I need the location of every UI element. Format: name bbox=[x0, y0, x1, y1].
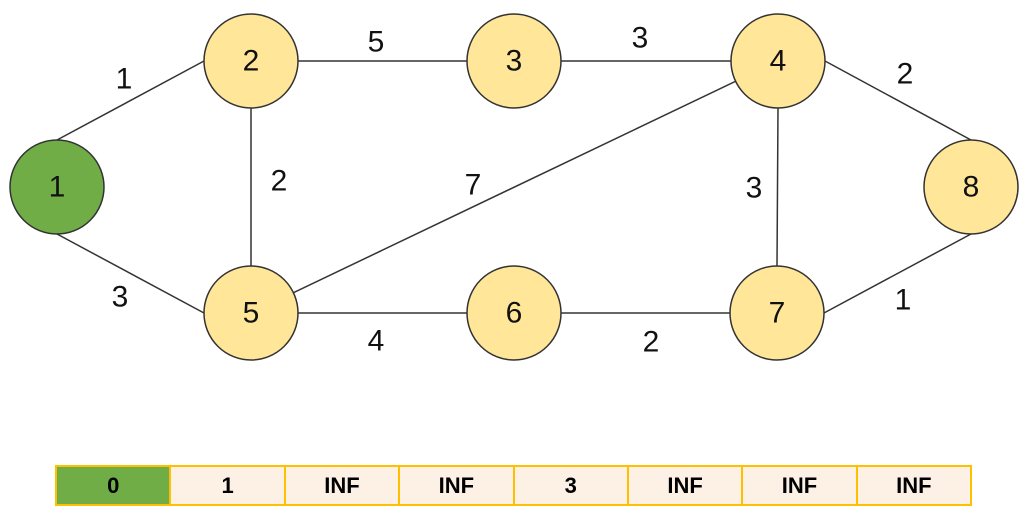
distance-cell-6: INF bbox=[627, 465, 743, 506]
node-label-2: 2 bbox=[243, 45, 260, 78]
node-circle bbox=[466, 13, 562, 109]
node-circle bbox=[730, 13, 826, 109]
node-circle bbox=[729, 265, 825, 361]
node-label-6: 6 bbox=[506, 297, 523, 330]
edge-weight-4-8: 2 bbox=[897, 58, 914, 91]
node-circle bbox=[203, 13, 299, 109]
graph-node-6[interactable]: 6 bbox=[466, 265, 562, 361]
node-circle-start bbox=[9, 139, 105, 235]
node-circle bbox=[203, 265, 299, 361]
node-label-5: 5 bbox=[243, 297, 260, 330]
edge-weight-1-2: 1 bbox=[116, 63, 133, 96]
graph-node-7[interactable]: 7 bbox=[729, 265, 825, 361]
node-label-7: 7 bbox=[769, 297, 786, 330]
edge-weight-5-4: 7 bbox=[465, 169, 482, 202]
node-circle bbox=[466, 265, 562, 361]
graph-canvas: 1 3 5 2 3 2 7 3 4 2 1 1 2 3 4 5 6 7 8 bbox=[9, 13, 1019, 361]
edge-weight-1-5: 3 bbox=[112, 281, 129, 314]
node-label-1: 1 bbox=[49, 171, 66, 204]
distance-cell-8: INF bbox=[856, 465, 972, 506]
edge-weight-2-3: 5 bbox=[368, 26, 385, 59]
edge-5-4 bbox=[250, 60, 779, 314]
node-label-4: 4 bbox=[770, 45, 787, 78]
distance-cell-7: INF bbox=[742, 465, 857, 506]
distance-cell-2: 1 bbox=[170, 465, 285, 506]
graph-node-1[interactable]: 1 bbox=[9, 139, 105, 235]
node-label-3: 3 bbox=[506, 45, 523, 78]
graph-node-5[interactable]: 5 bbox=[203, 265, 299, 361]
edge-7-8 bbox=[823, 233, 972, 314]
graph-node-2[interactable]: 2 bbox=[203, 13, 299, 109]
node-circle bbox=[923, 139, 1019, 235]
graph-node-3[interactable]: 3 bbox=[466, 13, 562, 109]
graph-node-4[interactable]: 4 bbox=[730, 13, 826, 109]
edge-weight-6-7: 2 bbox=[643, 326, 660, 359]
distance-cell-4: INF bbox=[399, 465, 514, 506]
distance-cell-5: 3 bbox=[513, 465, 628, 506]
edge-1-2 bbox=[56, 60, 205, 141]
distance-cell-1: 0 bbox=[55, 465, 171, 506]
edge-weight-7-8: 1 bbox=[895, 284, 912, 317]
distance-cell-3: INF bbox=[284, 465, 400, 506]
edge-1-5 bbox=[56, 233, 205, 314]
edge-4-7 bbox=[776, 107, 779, 267]
graph-node-8[interactable]: 8 bbox=[923, 139, 1019, 235]
edge-weight-5-6: 4 bbox=[368, 325, 385, 358]
edge-weight-4-7: 3 bbox=[746, 172, 763, 205]
edge-weight-3-4: 3 bbox=[632, 22, 649, 55]
edge-4-8 bbox=[824, 60, 972, 141]
edge-weight-2-5: 2 bbox=[271, 165, 288, 198]
node-label-8: 8 bbox=[963, 171, 980, 204]
